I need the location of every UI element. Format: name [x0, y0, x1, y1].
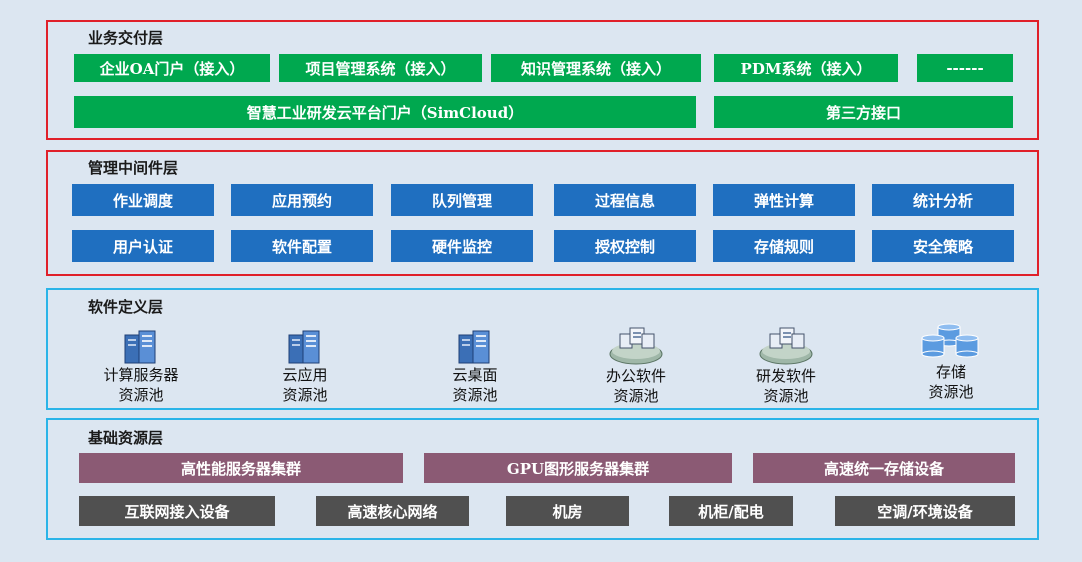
job-scheduling-block: 作业调度 [72, 184, 214, 216]
project-management-block: 项目管理系统（接入） [279, 54, 482, 82]
more-block: ------ [917, 54, 1013, 82]
statistics-block: 统计分析 [872, 184, 1014, 216]
pool-label-line1: 云应用 [282, 366, 328, 384]
app-reservation-block: 应用预约 [231, 184, 373, 216]
hardware-monitor-block: 硬件监控 [391, 230, 533, 262]
storage-icon [921, 323, 979, 358]
management-middleware-layer: 管理中间件层 作业调度 应用预约 队列管理 过程信息 弹性计算 统计分析 用户认… [46, 150, 1039, 276]
pool-label-line1: 办公软件 [605, 367, 666, 385]
pool-label-line2: 资源池 [118, 386, 164, 404]
knowledge-management-block: 知识管理系统（接入） [491, 54, 701, 82]
gpu-cluster-block: GPU图形服务器集群 [424, 453, 732, 483]
cabinet-power-block: 机柜/配电 [669, 496, 793, 526]
software-cluster-icon [609, 327, 663, 365]
pool-label-line1: 研发软件 [755, 367, 816, 385]
core-network-block: 高速核心网络 [316, 496, 469, 526]
simcloud-portal-block: 智慧工业研发云平台门户（SimCloud） [74, 96, 696, 128]
elastic-computing-block: 弹性计算 [713, 184, 855, 216]
internet-access-block: 互联网接入设备 [79, 496, 275, 526]
cloud-desktop-pool: 云桌面 资源池 [415, 327, 535, 405]
pool-label-line2: 资源池 [452, 386, 498, 404]
software-config-block: 软件配置 [231, 230, 373, 262]
software-cluster-icon [759, 327, 813, 365]
business-delivery-layer: 业务交付层 企业OA门户（接入） 项目管理系统（接入） 知识管理系统（接入） P… [46, 20, 1039, 140]
process-info-block: 过程信息 [554, 184, 696, 216]
rd-software-pool: 研发软件 资源池 [726, 322, 846, 406]
third-party-api-block: 第三方接口 [714, 96, 1013, 128]
infrastructure-layer: 基础资源层 高性能服务器集群 GPU图形服务器集群 高速统一存储设备 互联网接入… [46, 418, 1039, 540]
security-policy-block: 安全策略 [872, 230, 1014, 262]
pool-label-line2: 资源池 [613, 387, 659, 405]
software-defined-layer: 软件定义层 计算服务器 资源池 云应用 资源池 [46, 288, 1039, 410]
pdm-system-block: PDM系统（接入） [714, 54, 898, 82]
server-icon [124, 330, 156, 364]
pool-label-line2: 资源池 [763, 387, 809, 405]
server-room-block: 机房 [506, 496, 629, 526]
queue-management-block: 队列管理 [391, 184, 533, 216]
pool-label-line1: 计算服务器 [103, 366, 179, 384]
pool-label-line1: 云桌面 [452, 366, 498, 384]
pool-label-line2: 资源池 [282, 386, 328, 404]
server-icon [458, 330, 490, 364]
unified-storage-block: 高速统一存储设备 [753, 453, 1015, 483]
storage-pool: 存储 资源池 [891, 322, 1011, 402]
hvac-environment-block: 空调/环境设备 [835, 496, 1015, 526]
pool-label-line2: 资源池 [928, 383, 974, 401]
server-icon [288, 330, 320, 364]
layer-title: 业务交付层 [88, 29, 164, 47]
layer-title: 软件定义层 [88, 298, 164, 316]
compute-server-pool: 计算服务器 资源池 [81, 327, 201, 405]
storage-rules-block: 存储规则 [713, 230, 855, 262]
oa-portal-block: 企业OA门户（接入） [74, 54, 270, 82]
hpc-cluster-block: 高性能服务器集群 [79, 453, 403, 483]
layer-title: 管理中间件层 [88, 159, 179, 177]
pool-label-line1: 存储 [935, 363, 966, 381]
license-control-block: 授权控制 [554, 230, 696, 262]
office-software-pool: 办公软件 资源池 [576, 322, 696, 406]
cloud-app-pool: 云应用 资源池 [245, 327, 365, 405]
layer-title: 基础资源层 [88, 429, 164, 447]
user-auth-block: 用户认证 [72, 230, 214, 262]
